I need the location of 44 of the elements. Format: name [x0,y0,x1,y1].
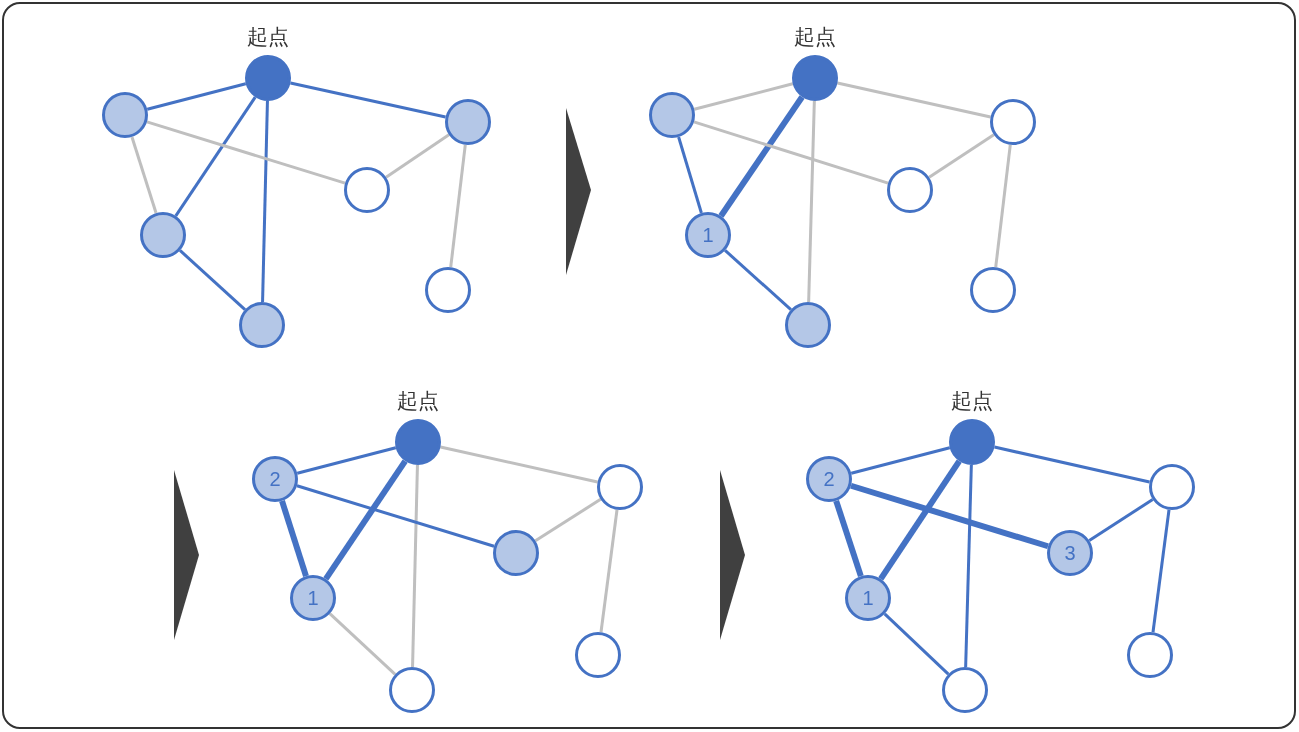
edge-line [928,133,995,179]
node-number: 2 [823,469,835,489]
edge-line [994,144,1012,268]
edge-line [599,509,619,633]
edge-line [693,82,794,111]
edge-line [261,100,269,303]
edge-line [1151,509,1171,633]
edge-line [807,100,816,303]
node-label: 起点 [794,27,836,48]
edge-line [146,82,247,111]
node-number: 1 [862,588,874,608]
node-label: 起点 [951,391,993,412]
edge-line [328,612,397,676]
edge-line [279,500,309,577]
edge-line [850,482,1049,550]
edge-line [994,445,1150,484]
edge-line [1088,498,1154,542]
edge-line [693,120,889,185]
edge-line [385,133,450,179]
edge-line [130,136,158,214]
edge-line [449,144,467,268]
node-number: 1 [702,225,714,245]
edge-line [718,95,805,218]
node-number: 3 [1064,543,1076,563]
edge-line [290,81,446,119]
node-number: 1 [307,588,319,608]
edge-line [323,459,408,581]
edge-line [179,249,246,311]
edge-line [724,249,792,311]
edge-line [837,81,991,119]
edge-line [677,136,703,214]
node-label: 起点 [247,27,289,48]
node-label: 起点 [397,391,439,412]
edge-line [174,96,257,217]
node-number: 2 [269,469,281,489]
edge-line [883,612,950,676]
edge-line [296,484,495,548]
edge-line [296,446,397,475]
edge-line [878,459,962,581]
edge-line [964,464,973,668]
edge-line [411,464,419,668]
edge-line [146,120,346,185]
edge-line [440,445,598,484]
edge-line [850,446,951,475]
